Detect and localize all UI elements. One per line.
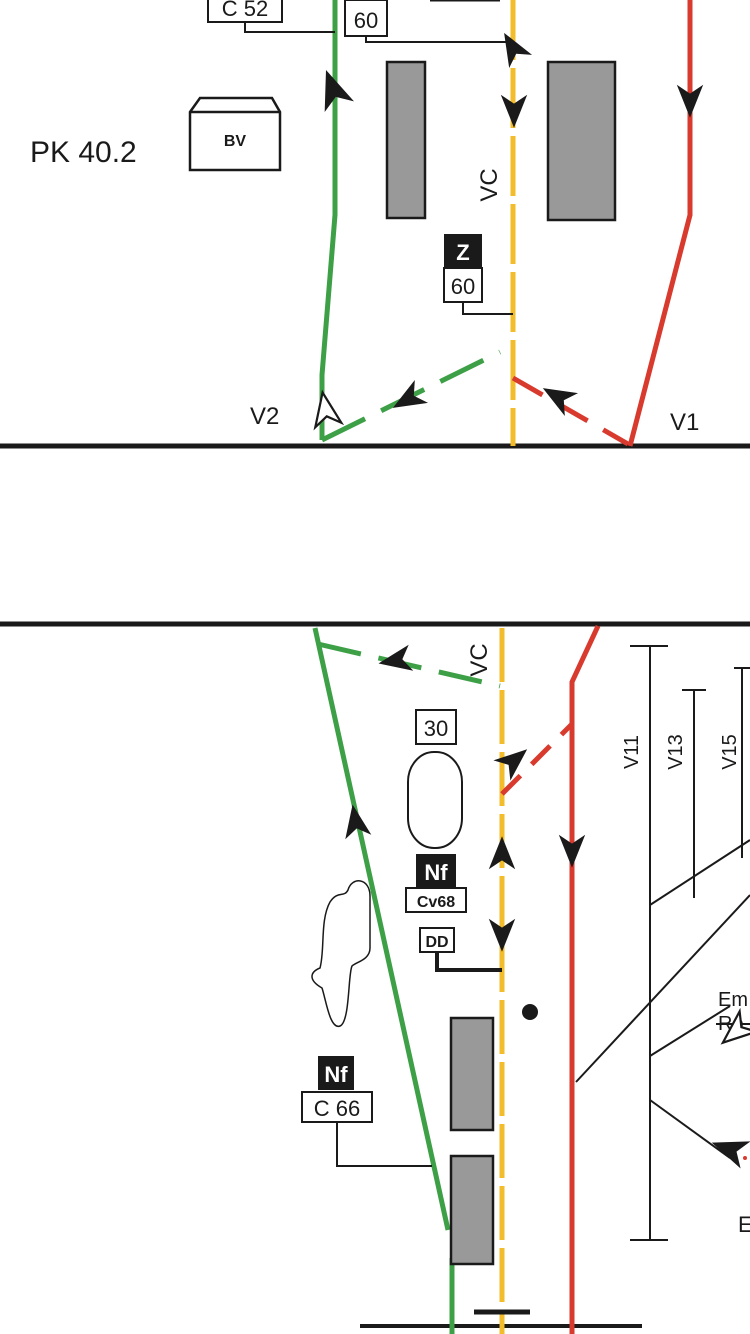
building-icon: BV: [188, 96, 282, 172]
v11-label: V11: [621, 735, 643, 769]
building-label: BV: [224, 133, 247, 150]
top-section: BV PK 40.2 C 52 60 VC Z 60 V2 V1: [0, 0, 750, 449]
measurement-lines: [575, 645, 750, 1241]
green-branch-bottom: [317, 641, 501, 689]
v13-label: V13: [665, 734, 687, 770]
sign-z-label: Z: [456, 240, 469, 265]
pk-label: PK 40.2: [30, 136, 137, 169]
dd-label: DD: [425, 934, 448, 951]
vc-label-top: VC: [476, 168, 503, 201]
blob-marker: [311, 880, 371, 1027]
sign-z-60: Z 60: [443, 234, 513, 315]
sign-60-top: 60: [344, 0, 513, 43]
sign-c52: C 52: [207, 0, 335, 33]
small-red-dot: [743, 1156, 747, 1160]
nf-label-2: Nf: [324, 1062, 348, 1087]
green-track-bottom: [312, 627, 451, 1231]
em-label: Em: [718, 989, 748, 1011]
sign-60-top-label: 60: [354, 8, 378, 33]
red-branch-top: [511, 375, 630, 447]
bottom-section: VC 30 Nf Cv68 DD Nf C 6: [0, 621, 750, 1334]
v2-label: V2: [250, 403, 279, 430]
v15-label: V15: [719, 734, 741, 770]
oval-marker: [407, 751, 463, 849]
cv68-label: Cv68: [417, 894, 455, 911]
sign-nf-c66: Nf C 66: [301, 1056, 432, 1167]
arrowhead-icon: [308, 389, 343, 429]
arrowhead-icon: [706, 1129, 750, 1169]
sign-60-mid-label: 60: [451, 274, 475, 299]
dot-icon: [522, 1004, 538, 1020]
green-track-top: [319, 0, 338, 440]
e-label: E: [738, 1212, 750, 1237]
c66-label: C 66: [314, 1096, 360, 1121]
sign-30-label: 30: [424, 716, 448, 741]
red-track-top: [627, 0, 693, 447]
arrowhead-icon: [386, 379, 429, 420]
red-branch-bottom: [500, 722, 574, 796]
platform-bottom-2: [449, 1154, 495, 1266]
platform-bottom-1: [449, 1016, 495, 1132]
red-track-bottom: [569, 624, 601, 1334]
platform-top-left: [385, 60, 427, 220]
nf-label-1: Nf: [424, 860, 448, 885]
v1-label: V1: [670, 409, 699, 436]
sign-nf-cv68-dd: Nf Cv68 DD: [405, 854, 502, 972]
platform-top-right: [546, 60, 617, 222]
vc-label-bottom: VC: [466, 643, 493, 676]
sign-30: 30: [415, 709, 457, 745]
sign-c52-label: C 52: [222, 0, 268, 21]
